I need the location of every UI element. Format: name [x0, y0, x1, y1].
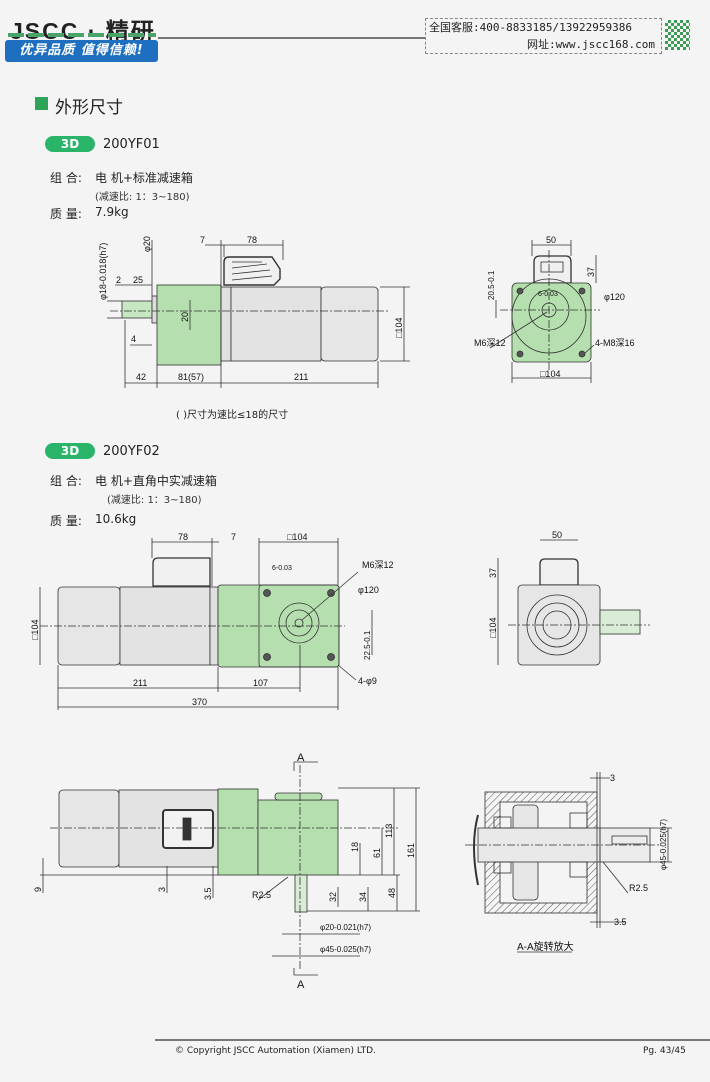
dim-label: 37	[488, 568, 498, 578]
dim-label: 78	[178, 532, 188, 542]
dim-label: φ18-0.018(h7)	[98, 243, 108, 300]
dim-label: 78	[247, 235, 257, 245]
decorative-checker-icon	[665, 20, 690, 50]
dim-label: 161	[406, 843, 416, 858]
dim-label: 34	[358, 892, 368, 902]
dim-label: φ45-0.025(h7)	[320, 945, 371, 954]
dim-label: 4-φ9	[358, 676, 377, 686]
mass-label: 质 量:	[50, 207, 82, 221]
dim-label: 113	[384, 824, 394, 838]
dim-label: 6-0.03	[538, 291, 558, 298]
dim-label: 4	[131, 334, 136, 344]
dim-label: 48	[387, 888, 397, 898]
dim-label: 3	[157, 887, 167, 892]
section-marker: A	[297, 979, 305, 991]
dim-label: 7	[200, 235, 205, 245]
section-title: 外形尺寸	[55, 98, 123, 118]
yf02-end-view	[497, 539, 650, 666]
dim-label: 3.5	[203, 887, 213, 900]
header-divider	[158, 37, 655, 39]
footer-divider	[155, 1039, 710, 1041]
section-marker-icon	[35, 97, 48, 110]
yf01-side-view	[107, 240, 410, 388]
yf02-side-view	[39, 538, 373, 710]
dim-label: 6-0.03	[272, 565, 292, 572]
mass-label: 质 量:	[50, 514, 82, 528]
dim-label: 2	[116, 275, 121, 285]
yf01-front-view	[489, 240, 600, 383]
dim-label: 7	[231, 532, 236, 542]
hotline: 全国客服:400-8833185/13922959386	[429, 21, 632, 34]
dim-label: φ20-0.021(h7)	[320, 923, 371, 932]
dim-label: 18	[350, 842, 360, 852]
dim-label: φ120	[358, 585, 379, 595]
dim-label: 25	[133, 275, 143, 285]
mass-value: 10.6kg	[95, 512, 137, 526]
dim-label: □104	[287, 532, 307, 542]
dim-label: 61	[372, 848, 382, 858]
dim-label: φ20	[142, 236, 152, 252]
dim-label: 20	[180, 312, 190, 322]
dim-label: 22.5-0.1	[363, 630, 372, 660]
dim-label: □104	[394, 318, 404, 338]
3d-badge[interactable]: 3D	[45, 136, 95, 152]
section-a-a-view	[465, 772, 672, 953]
model-name: 200YF02	[103, 444, 160, 459]
dim-label: 37	[586, 267, 596, 277]
yf02-top-view	[40, 761, 420, 976]
dim-label: 42	[136, 372, 146, 382]
page-number: Pg. 43/45	[643, 1046, 686, 1056]
dim-label: 9	[33, 887, 43, 892]
dim-label: 50	[552, 530, 562, 540]
slogan-badge: 优异品质 值得信赖!	[5, 40, 158, 62]
dim-label: 3	[610, 773, 615, 783]
dim-label: R2.5	[252, 890, 271, 900]
section-marker: A	[297, 752, 305, 764]
dim-label: 32	[328, 892, 338, 902]
3d-badge[interactable]: 3D	[45, 443, 95, 459]
combo-label: 组 合:	[50, 474, 82, 488]
dim-label: □104	[30, 620, 40, 640]
dim-label: □104	[540, 369, 560, 379]
dim-label: 211	[294, 372, 308, 382]
dim-label: 211	[133, 678, 147, 688]
section-caption: A-A旋转放大	[517, 940, 574, 953]
copyright: © Copyright JSCC Automation (Xiamen) LTD…	[175, 1046, 376, 1056]
logo-underline	[8, 33, 156, 37]
dim-label: M6深12	[474, 338, 506, 348]
dim-label: R2.5	[629, 883, 648, 893]
ratio: (减速比: 1：3~180)	[95, 192, 190, 203]
dim-label: 20.5-0.1	[487, 270, 496, 300]
ratio: (减速比: 1：3~180)	[107, 495, 202, 506]
website-link[interactable]: 网址:www.jscc168.com	[527, 38, 655, 51]
dim-label: □104	[488, 618, 498, 638]
dim-label: M6深12	[362, 560, 394, 570]
dim-label: 3.5	[614, 917, 627, 927]
dim-label: 4-M8深16	[595, 338, 635, 348]
dim-label: φ120	[604, 292, 625, 302]
model-name: 200YF01	[103, 137, 160, 152]
dim-label: 81(57)	[178, 372, 204, 382]
dim-label: 107	[253, 678, 268, 688]
brand-logo: JSCC · 精研	[10, 18, 156, 44]
dimension-note: ( )尺寸为速比≤18的尺寸	[176, 410, 289, 421]
dim-label: 370	[192, 697, 207, 707]
dim-label: φ45-0.025(h7)	[659, 819, 668, 870]
mass-value: 7.9kg	[95, 205, 129, 219]
combo-label: 组 合:	[50, 171, 82, 185]
combo-value: 电 机+直角中实减速箱	[95, 474, 217, 488]
contact-box: 全国客服:400-8833185/13922959386 网址:www.jscc…	[425, 18, 662, 54]
dim-label: 50	[546, 235, 556, 245]
combo-value: 电 机+标准减速箱	[95, 171, 193, 185]
